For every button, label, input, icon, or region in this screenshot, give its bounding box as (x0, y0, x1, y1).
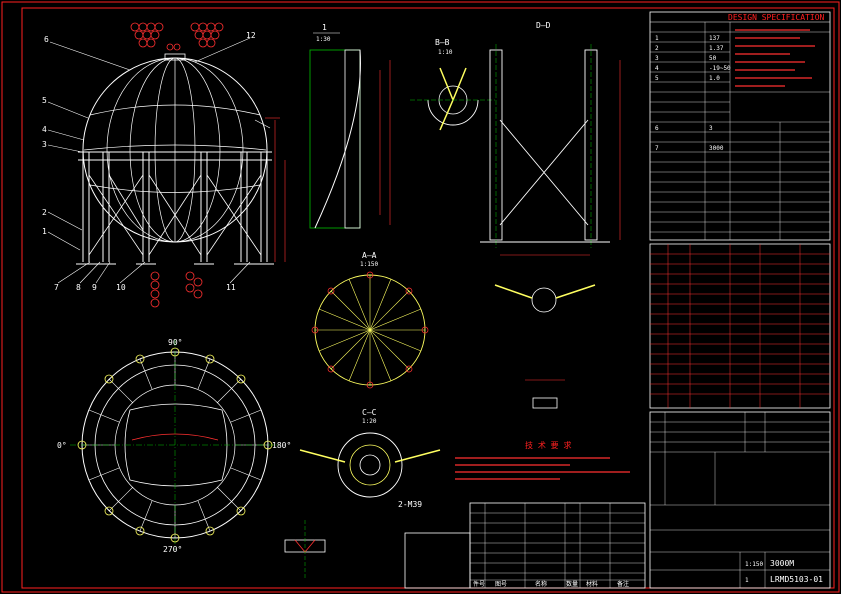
elevation-view: 6 12 5 4 3 2 1 7 8 9 10 11 (42, 22, 286, 308)
support-legs (78, 151, 272, 262)
spec-row-7-no: 7 (655, 145, 659, 152)
top-nozzle-clusters (130, 22, 224, 51)
section-aa-scale: 1:150 (360, 261, 378, 268)
section-cc-scale: 1:20 (362, 418, 377, 425)
callout-5: 5 (42, 96, 47, 105)
section-1-view: 1 1:30 (309, 23, 391, 229)
callout-9: 9 (92, 283, 97, 292)
bom-col-dwg: 图号 (495, 581, 507, 588)
spec-title: DESIGN SPECIFICATION (728, 13, 825, 22)
sphere-meridians (83, 57, 267, 243)
callout-leaders (47, 37, 271, 284)
section-bb-arc (427, 99, 479, 126)
cross-braces (88, 174, 262, 256)
callout-10: 10 (116, 283, 126, 292)
spec-row-4-no: 4 (655, 65, 659, 72)
spec-row-4-val: -19~50 (709, 65, 731, 72)
bom-col-name: 名称 (535, 580, 547, 588)
bom-grid (470, 503, 645, 588)
plan-angle-90: 90° (168, 338, 182, 347)
nozzle-table (649, 243, 831, 409)
callout-3: 3 (42, 140, 47, 149)
weld-detail (284, 520, 326, 580)
cc-inner (359, 454, 381, 476)
plan-angle-0: 0° (57, 441, 67, 450)
section-dd-title: D—D (536, 21, 551, 30)
section-1-title: 1 (322, 23, 327, 32)
hole-label: 2-M39 (398, 500, 422, 509)
spec-row-7-val: 3000 (709, 145, 724, 152)
plan-angle-180: 180° (272, 441, 291, 450)
title-code: 3000M (770, 559, 794, 568)
title-scale: 1:150 (745, 561, 763, 568)
spec-row-5-no: 5 (655, 75, 659, 82)
callout-7: 7 (54, 283, 59, 292)
section-dd-view: D—D (480, 21, 621, 256)
nozzle-grid (650, 244, 830, 408)
spec-row-6-no: 6 (655, 125, 659, 132)
elevation-dimensions (265, 117, 286, 262)
section-cc-title: C—C (362, 408, 377, 417)
callout-1: 1 (42, 227, 47, 236)
plan-angle-270: 270° (163, 545, 182, 554)
section-1-leg (344, 49, 361, 229)
callout-6: 6 (44, 35, 49, 44)
plan-top-plate (124, 403, 228, 487)
cc-outer (337, 432, 403, 498)
bom-col-no: 件号 (473, 580, 485, 588)
spec-row-2-no: 2 (655, 45, 659, 52)
bom-left-box (404, 532, 471, 589)
drawing-number: LRMD5103-01 (770, 575, 823, 584)
section-bb-view: B—B 1:10 (410, 38, 495, 131)
callout-4: 4 (42, 125, 47, 134)
callout-12: 12 (246, 31, 256, 40)
spec-row-1-no: 1 (655, 35, 659, 42)
spec-row-5-val: 1.0 (709, 75, 720, 82)
section-1-outline (309, 49, 361, 229)
spec-row-1-val: 137 (709, 35, 720, 42)
spec-table: DESIGN SPECIFICATION 1 137 2 1.37 3 50 4… (649, 11, 831, 241)
section-aa-title: A—A (362, 251, 377, 260)
spec-grid (650, 22, 830, 240)
notes-title: 技 术 要 求 (525, 440, 571, 450)
section-1-curve (314, 49, 361, 229)
bom-col-mat: 材料 (586, 580, 598, 588)
title-block: 3000M LRMD5103-01 1:150 1 (649, 411, 831, 589)
spec-row-3-no: 3 (655, 55, 659, 62)
bom-col-qty: 数量 (566, 580, 578, 588)
section-bb-title: B—B (435, 38, 450, 47)
spec-row-2-val: 1.37 (709, 45, 724, 52)
section-bb-scale: 1:10 (438, 49, 453, 56)
section-1-scale: 1:30 (316, 36, 331, 43)
notes-lines (455, 457, 630, 480)
bom-table: 件号 图号 名称 数量 材料 备注 (404, 502, 646, 589)
aa-spokes (315, 275, 425, 385)
plan-view: 90° 0° 180° 270° (57, 338, 291, 554)
bom-col-remark: 备注 (617, 580, 629, 588)
spec-row-3-val: 50 (709, 55, 717, 62)
inner-frame (21, 7, 835, 589)
aa-pads (311, 271, 429, 389)
title-grid (650, 412, 830, 588)
cc-mid (349, 444, 391, 486)
spec-red-text (735, 29, 815, 87)
top-manhole (164, 53, 186, 61)
callout-11: 11 (226, 283, 236, 292)
detail-small-view (494, 284, 596, 409)
callout-8: 8 (76, 283, 81, 292)
plan-support-pads (77, 347, 273, 543)
title-sheet: 1 (745, 577, 749, 584)
section-cc-view: C—C 1:20 2-M39 (299, 408, 441, 509)
bottom-nozzle-clusters (150, 271, 203, 308)
technical-notes: 技 术 要 求 (455, 440, 630, 480)
section-aa-view: A—A 1:150 (311, 251, 429, 389)
callout-2: 2 (42, 208, 47, 217)
spec-row-6-val: 3 (709, 125, 713, 132)
